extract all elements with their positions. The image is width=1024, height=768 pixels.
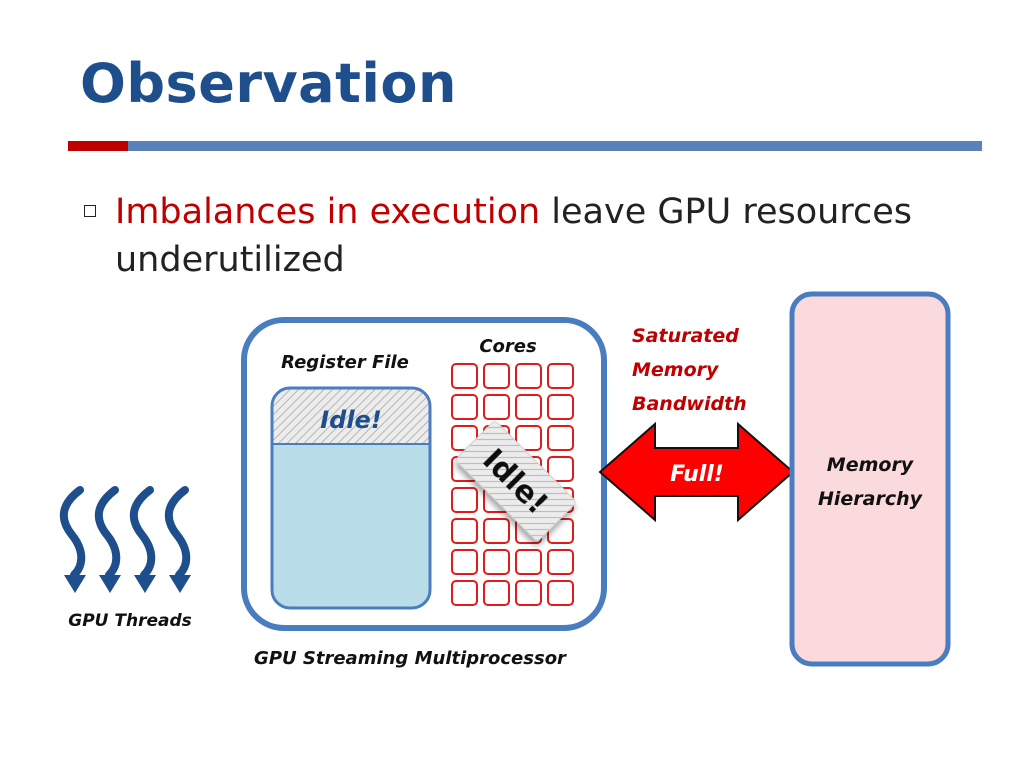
thread-arrowheads <box>64 575 191 593</box>
saturated-line-2: Memory <box>632 359 720 381</box>
bullet-text: Imbalances in execution leave GPU resour… <box>115 188 995 284</box>
core-cell <box>483 518 510 544</box>
arrow-full-label: Full! <box>670 462 724 487</box>
core-cell <box>515 580 542 606</box>
core-cell <box>547 425 574 451</box>
register-file <box>270 386 432 610</box>
memory-hierarchy-box <box>789 291 951 667</box>
core-cell <box>515 549 542 575</box>
sm-label: GPU Streaming Multiprocessor <box>254 648 567 669</box>
core-cell <box>483 363 510 389</box>
bullet-rest: leave GPU resources underutilized <box>115 192 912 280</box>
slide-title: Observation <box>80 52 457 115</box>
register-idle-label: Idle! <box>320 406 382 434</box>
gpu-threads-icon <box>59 486 191 579</box>
memory-line-1: Memory <box>827 454 915 476</box>
saturated-line-3: Bandwidth <box>632 393 747 415</box>
title-rule <box>128 141 982 151</box>
threads-label: GPU Threads <box>68 611 192 631</box>
core-cell <box>515 363 542 389</box>
core-cell <box>451 363 478 389</box>
title-rule-accent <box>68 141 128 151</box>
register-file-fill <box>272 388 430 608</box>
register-file-label: Register File <box>281 352 409 373</box>
core-cell <box>451 487 478 513</box>
core-cell <box>547 456 574 482</box>
core-cell <box>515 394 542 420</box>
bullet-marker-icon <box>84 205 96 217</box>
core-cell <box>547 580 574 606</box>
core-cell <box>451 549 478 575</box>
bullet-highlight: Imbalances in execution <box>115 192 541 232</box>
core-cell <box>451 518 478 544</box>
memory-line-2: Hierarchy <box>818 488 924 510</box>
core-cell <box>547 394 574 420</box>
core-cell <box>451 580 478 606</box>
core-cell <box>451 394 478 420</box>
core-cell <box>483 580 510 606</box>
cores-label: Cores <box>479 336 537 357</box>
core-cell <box>483 549 510 575</box>
saturated-line-1: Saturated <box>632 325 739 347</box>
core-cell <box>547 549 574 575</box>
core-cell <box>483 394 510 420</box>
core-cell <box>515 425 542 451</box>
core-cell <box>547 363 574 389</box>
